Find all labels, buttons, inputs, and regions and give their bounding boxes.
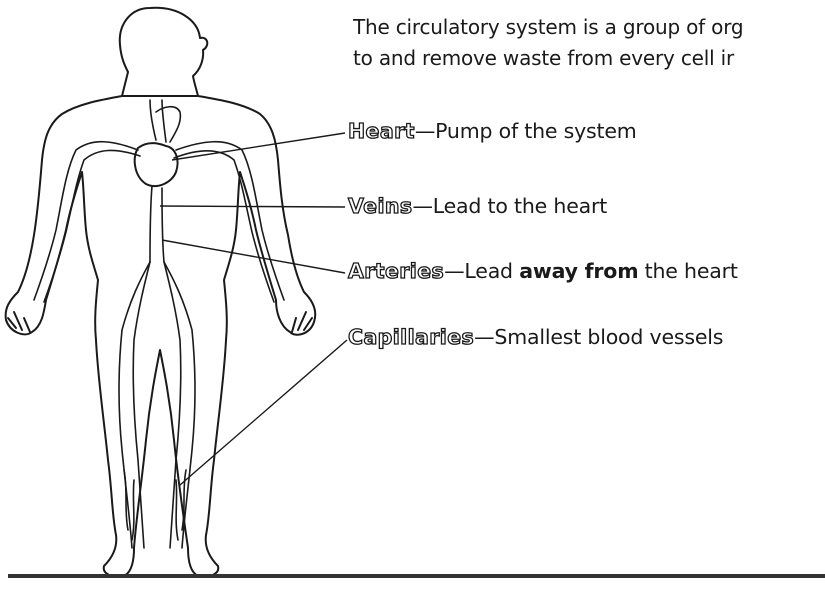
desc-arteries-b: the heart bbox=[638, 259, 737, 283]
veins-leader bbox=[160, 206, 345, 207]
label-veins: Veins—Lead to the heart bbox=[348, 194, 607, 218]
desc-heart: —Pump of the system bbox=[415, 119, 637, 143]
arteries-leader bbox=[162, 240, 345, 273]
desc-arteries-strong: away from bbox=[519, 259, 638, 283]
capillaries-leader bbox=[180, 340, 347, 485]
intro-text: The circulatory system is a group of org… bbox=[353, 12, 825, 74]
label-capillaries: Capillaries—Smallest blood vessels bbox=[348, 325, 723, 349]
desc-veins: —Lead to the heart bbox=[412, 194, 607, 218]
intro-line-2: to and remove waste from every cell ir bbox=[353, 43, 825, 74]
term-arteries: Arteries bbox=[348, 259, 444, 283]
desc-arteries-a: —Lead bbox=[444, 259, 519, 283]
desc-capillaries: —Smallest blood vessels bbox=[474, 325, 723, 349]
term-heart: Heart bbox=[348, 119, 415, 143]
ground-line bbox=[8, 574, 825, 578]
heart-leader bbox=[172, 133, 345, 160]
intro-line-1: The circulatory system is a group of org bbox=[353, 12, 825, 43]
term-veins: Veins bbox=[348, 194, 412, 218]
term-capillaries: Capillaries bbox=[348, 325, 474, 349]
label-heart: Heart—Pump of the system bbox=[348, 119, 637, 143]
label-arteries: Arteries—Lead away from the heart bbox=[348, 259, 738, 283]
heart-icon bbox=[135, 143, 178, 186]
human-body-outline bbox=[6, 8, 316, 577]
vessels bbox=[34, 100, 284, 548]
